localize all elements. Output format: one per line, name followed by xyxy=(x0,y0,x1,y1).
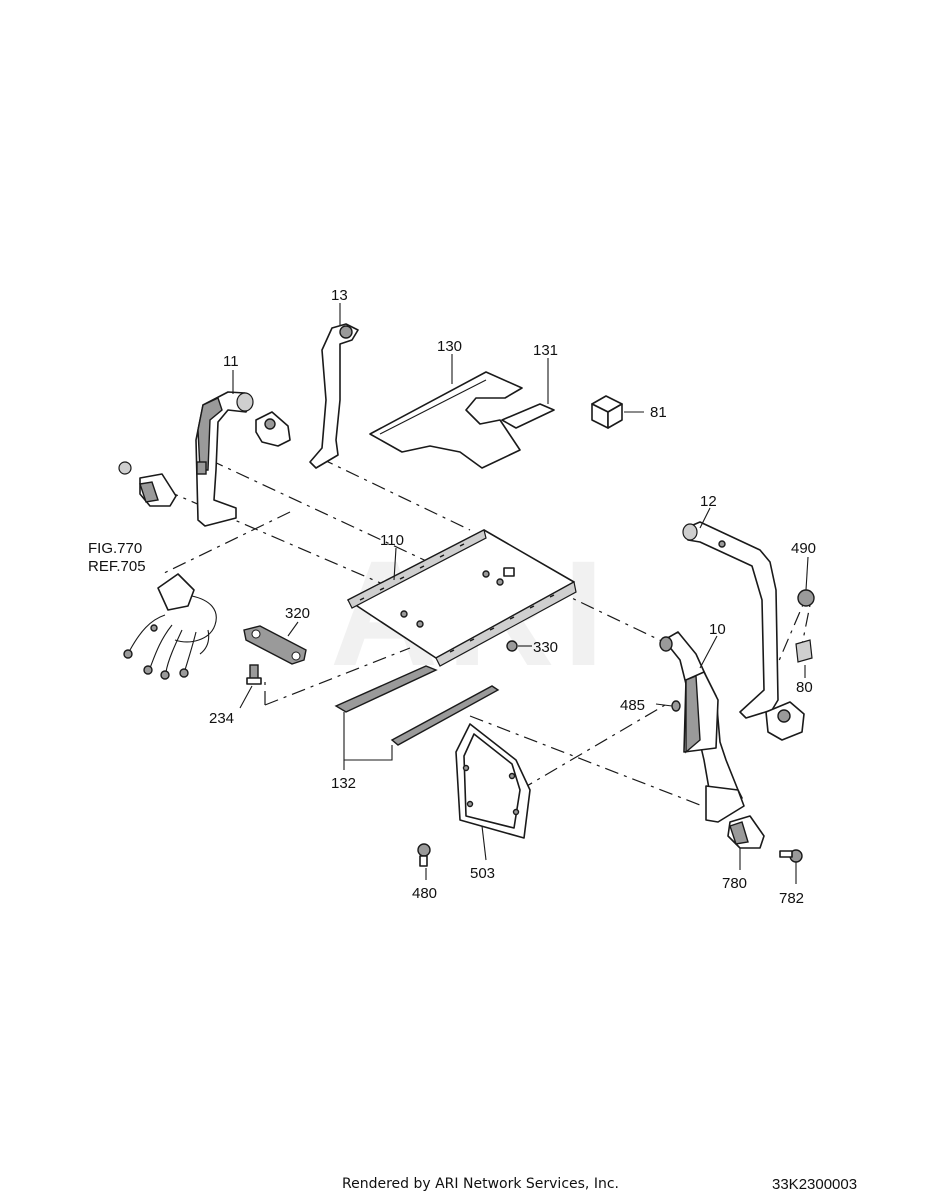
wiring-harness xyxy=(123,573,217,680)
part-130-mat xyxy=(369,371,523,469)
callout-132[interactable]: 132 xyxy=(331,775,356,792)
part-12-strap xyxy=(682,521,805,741)
callout-780[interactable]: 780 xyxy=(722,875,747,892)
footer-credit: Rendered by ARI Network Services, Inc. xyxy=(342,1176,619,1192)
callout-110[interactable]: 110 xyxy=(380,532,404,549)
part-780-block xyxy=(727,815,765,849)
part-485-clip xyxy=(671,700,681,712)
diagram-id: 33K2300003 xyxy=(772,1176,858,1193)
assembly-lines xyxy=(159,457,811,806)
part-110-plate xyxy=(347,529,577,667)
part-11-left-bracket xyxy=(118,391,254,527)
callout-130[interactable]: 130 xyxy=(437,338,462,355)
part-131-pad xyxy=(501,403,555,429)
callout-labels: 11 13 130 131 81 12 490 110 320 330 10 8… xyxy=(88,287,816,907)
fig-reference: FIG.770 xyxy=(88,540,142,557)
part-330-nut xyxy=(506,640,518,652)
callout-320[interactable]: 320 xyxy=(285,605,310,622)
part-782-screw xyxy=(779,849,803,863)
callout-12[interactable]: 12 xyxy=(700,493,717,510)
part-480-screw xyxy=(417,843,431,867)
part-13-strap xyxy=(255,323,359,469)
callout-490[interactable]: 490 xyxy=(791,540,816,557)
part-10-right-bracket xyxy=(659,631,745,823)
callout-480[interactable]: 480 xyxy=(412,885,437,902)
callout-485[interactable]: 485 xyxy=(620,697,645,714)
callout-782[interactable]: 782 xyxy=(779,890,804,907)
part-503-frame xyxy=(455,723,531,839)
part-234-bolt xyxy=(246,664,262,685)
callout-234[interactable]: 234 xyxy=(209,710,234,727)
ref-reference: REF.705 xyxy=(88,558,146,575)
callout-11[interactable]: 11 xyxy=(223,353,239,370)
part-132-strips xyxy=(334,665,500,746)
callout-131[interactable]: 131 xyxy=(533,342,558,359)
callout-330[interactable]: 330 xyxy=(533,639,558,656)
part-490-nut xyxy=(797,589,815,607)
callout-81[interactable]: 81 xyxy=(650,404,667,421)
callout-10[interactable]: 10 xyxy=(709,621,726,638)
callout-13[interactable]: 13 xyxy=(331,287,348,304)
part-320-bar xyxy=(243,625,307,665)
callout-80[interactable]: 80 xyxy=(796,679,813,696)
leader-lines xyxy=(232,303,809,884)
part-81-kit-cube xyxy=(591,395,623,429)
callout-503[interactable]: 503 xyxy=(470,865,495,882)
part-80-spacer xyxy=(795,639,813,663)
